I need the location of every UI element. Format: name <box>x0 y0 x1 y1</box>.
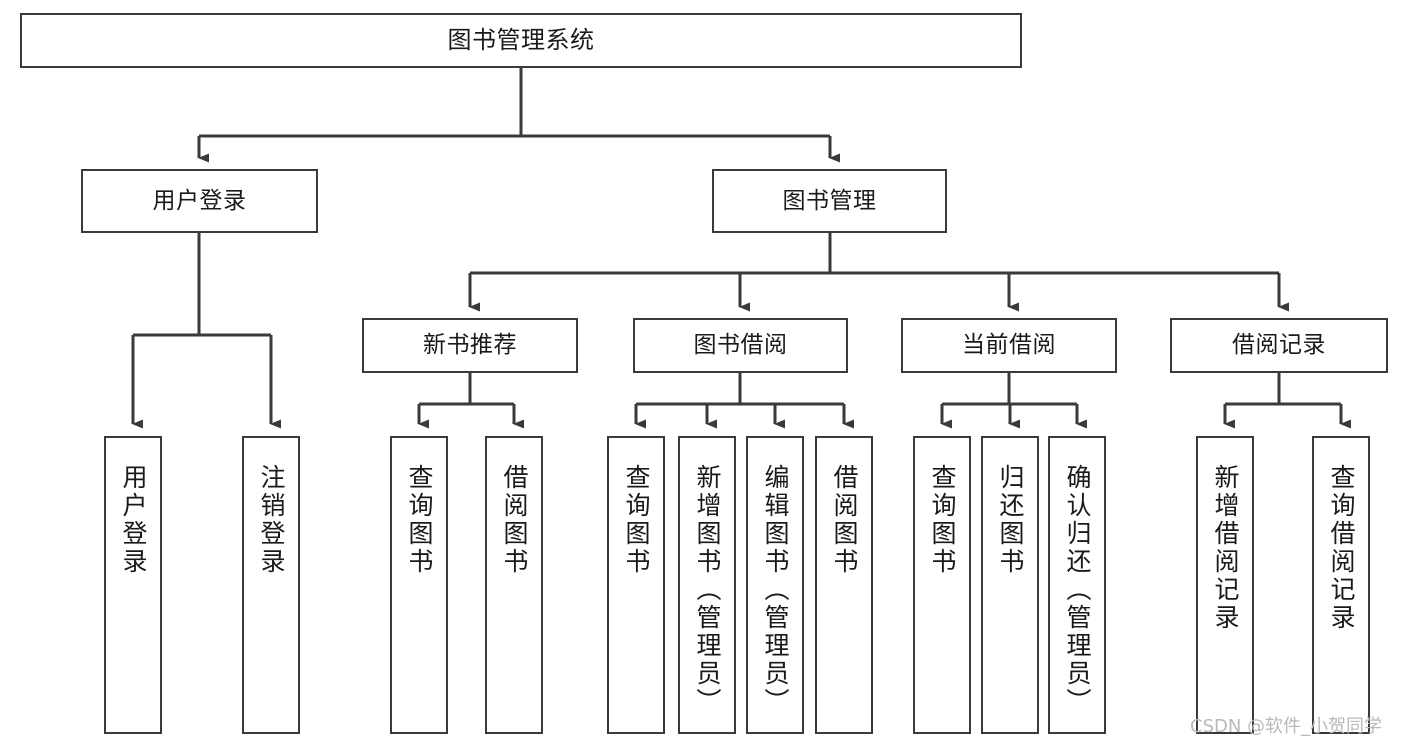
node-current-borrowing-label: 当前借阅 <box>962 332 1056 359</box>
leaf-query-borrow-record[interactable]: 查询借阅记录 <box>1312 436 1370 734</box>
leaf-borrow-book-newbook[interactable]: 借阅图书 <box>485 436 543 734</box>
leaf-user-logout[interactable]: 注销登录 <box>242 436 300 734</box>
leaf-borrow-book-borrowing-label: 借阅图书 <box>830 464 859 576</box>
node-borrowing-records[interactable]: 借阅记录 <box>1170 318 1388 373</box>
node-book-management-label: 图书管理 <box>782 187 877 214</box>
leaf-user-logout-label: 注销登录 <box>257 464 286 576</box>
csdn-watermark: CSDN @软件_小贺同学 <box>1190 716 1383 737</box>
leaf-borrow-book-borrowing[interactable]: 借阅图书 <box>815 436 873 734</box>
node-user-login[interactable]: 用户登录 <box>81 169 318 233</box>
node-book-borrowing-label: 图书借阅 <box>693 332 788 359</box>
node-borrowing-records-label: 借阅记录 <box>1232 332 1326 359</box>
leaf-user-login-label: 用户登录 <box>119 464 148 576</box>
leaf-query-book-borrowing[interactable]: 查询图书 <box>607 436 665 734</box>
leaf-confirm-return-admin[interactable]: 确认归还（管理员） <box>1048 436 1106 734</box>
leaf-add-book-admin-label: 新增图书（管理员） <box>693 464 722 716</box>
leaf-add-book-admin[interactable]: 新增图书（管理员） <box>678 436 736 734</box>
node-book-management[interactable]: 图书管理 <box>712 169 947 233</box>
leaf-confirm-return-admin-label: 确认归还（管理员） <box>1063 464 1092 716</box>
leaf-edit-book-admin[interactable]: 编辑图书（管理员） <box>746 436 804 734</box>
node-root-system[interactable]: 图书管理系统 <box>20 13 1022 68</box>
leaf-borrow-book-newbook-label: 借阅图书 <box>500 464 529 576</box>
node-new-book-recommendation[interactable]: 新书推荐 <box>362 318 578 373</box>
leaf-query-book-newbook[interactable]: 查询图书 <box>390 436 448 734</box>
leaf-query-book-current[interactable]: 查询图书 <box>913 436 971 734</box>
leaf-user-login[interactable]: 用户登录 <box>104 436 162 734</box>
leaf-query-book-current-label: 查询图书 <box>928 464 957 576</box>
leaf-add-borrow-record[interactable]: 新增借阅记录 <box>1196 436 1254 734</box>
node-book-borrowing[interactable]: 图书借阅 <box>633 318 848 373</box>
node-root-system-label: 图书管理系统 <box>447 25 595 54</box>
node-new-book-recommendation-label: 新书推荐 <box>423 332 517 359</box>
leaf-return-book-label: 归还图书 <box>996 464 1025 576</box>
leaf-edit-book-admin-label: 编辑图书（管理员） <box>761 464 790 716</box>
node-user-login-label: 用户登录 <box>152 187 247 214</box>
node-current-borrowing[interactable]: 当前借阅 <box>901 318 1117 373</box>
leaf-add-borrow-record-label: 新增借阅记录 <box>1211 464 1240 632</box>
leaf-query-book-borrowing-label: 查询图书 <box>622 464 651 576</box>
leaf-query-book-newbook-label: 查询图书 <box>405 464 434 576</box>
leaf-return-book[interactable]: 归还图书 <box>981 436 1039 734</box>
leaf-query-borrow-record-label: 查询借阅记录 <box>1327 464 1356 632</box>
